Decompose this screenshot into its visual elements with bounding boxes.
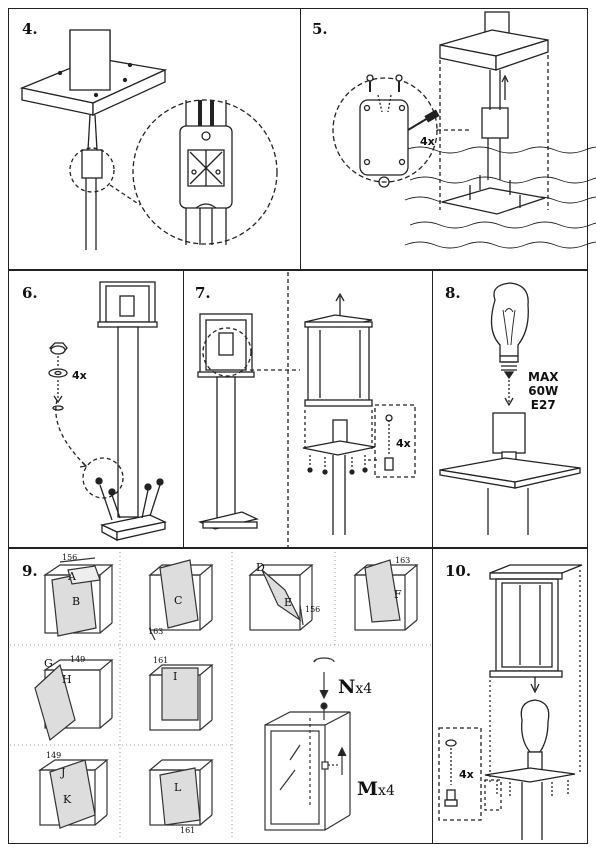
bulb-spec: MAX 60W E27 bbox=[528, 370, 558, 412]
step-6-panel bbox=[8, 270, 184, 548]
bulb-spec-wattage: 60W bbox=[528, 384, 559, 398]
dimension-label: 163 bbox=[148, 627, 164, 636]
bulb-spec-socket: E27 bbox=[530, 398, 556, 412]
step-8-panel bbox=[432, 270, 588, 548]
step-number: 9. bbox=[22, 562, 38, 580]
dimension-label: 149 bbox=[70, 655, 86, 664]
part-letter: H bbox=[62, 673, 72, 686]
part-letter: E bbox=[284, 596, 293, 609]
part-letter: C bbox=[174, 594, 183, 607]
step-5-panel bbox=[300, 8, 588, 270]
screw-n-letter: N bbox=[338, 676, 356, 698]
part-letter: B bbox=[72, 595, 81, 608]
screw-m-letter: M bbox=[357, 778, 379, 800]
dimension-label: 163 bbox=[395, 556, 411, 565]
step-number: 7. bbox=[195, 284, 211, 302]
screw-m-qty: x4 bbox=[378, 783, 395, 799]
quantity-label: 4x bbox=[396, 437, 411, 450]
part-letter: D bbox=[256, 561, 265, 574]
step-4-panel bbox=[8, 8, 301, 270]
step-number: 4. bbox=[22, 20, 38, 38]
dimension-label: 156 bbox=[305, 605, 321, 614]
dimension-label: 161 bbox=[153, 656, 169, 665]
screw-n-label: Nx4 bbox=[338, 676, 372, 698]
step-7-panel bbox=[183, 270, 433, 548]
part-letter: I bbox=[173, 670, 178, 683]
part-letter: J bbox=[61, 766, 66, 779]
step-10-panel bbox=[432, 548, 588, 844]
part-letter: G bbox=[44, 657, 53, 670]
quantity-label: 4x bbox=[459, 768, 474, 781]
dimension-label: 156 bbox=[62, 553, 78, 562]
bulb-spec-max: MAX bbox=[528, 370, 559, 384]
part-letter: A bbox=[68, 570, 76, 583]
step-number: 8. bbox=[445, 284, 461, 302]
step-number: 5. bbox=[312, 20, 328, 38]
screw-m-label: Mx4 bbox=[357, 778, 395, 800]
step-number: 6. bbox=[22, 284, 38, 302]
part-letter: F bbox=[394, 588, 402, 601]
part-letter: K bbox=[63, 793, 72, 806]
dimension-label: 161 bbox=[180, 826, 196, 835]
part-letter: L bbox=[174, 781, 182, 794]
quantity-label: 4x bbox=[420, 135, 435, 148]
quantity-label: 4x bbox=[72, 369, 87, 382]
dimension-label: 149 bbox=[46, 751, 62, 760]
screw-n-qty: x4 bbox=[355, 681, 373, 697]
step-number: 10. bbox=[445, 562, 472, 580]
